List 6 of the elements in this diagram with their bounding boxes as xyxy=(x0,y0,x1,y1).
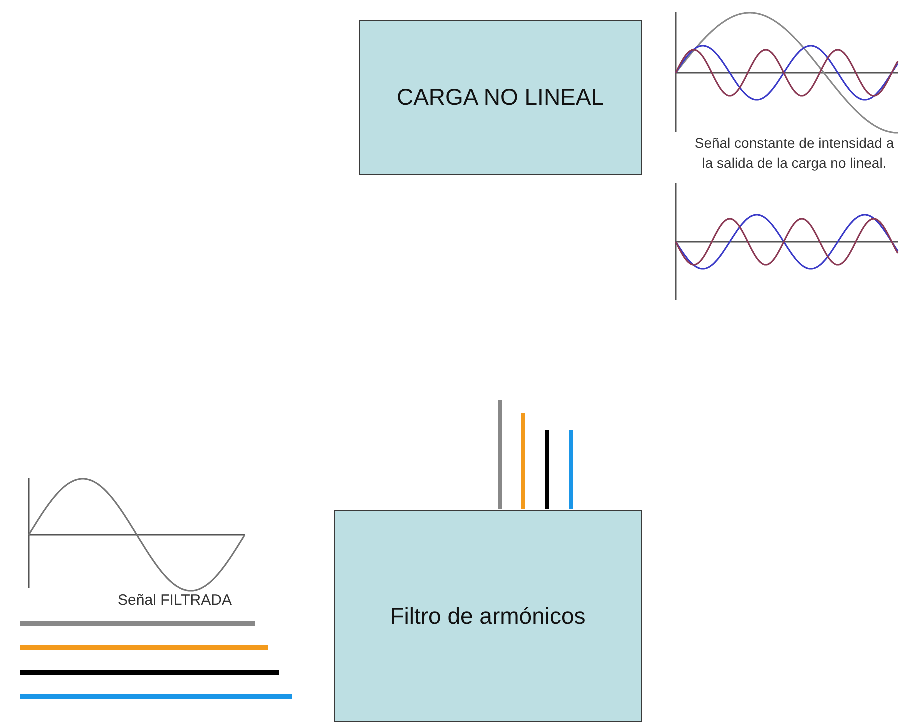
process-box xyxy=(334,510,642,722)
signal-caption: Señal constante de intensidad a la salida de la carga no lineal. xyxy=(694,134,896,173)
box-label: Filtro de armónicos xyxy=(390,602,586,630)
signal-caption: Señal FILTRADA xyxy=(117,591,233,611)
box-label: CARGA NO LINEAL xyxy=(396,84,604,111)
process-box xyxy=(359,20,642,175)
